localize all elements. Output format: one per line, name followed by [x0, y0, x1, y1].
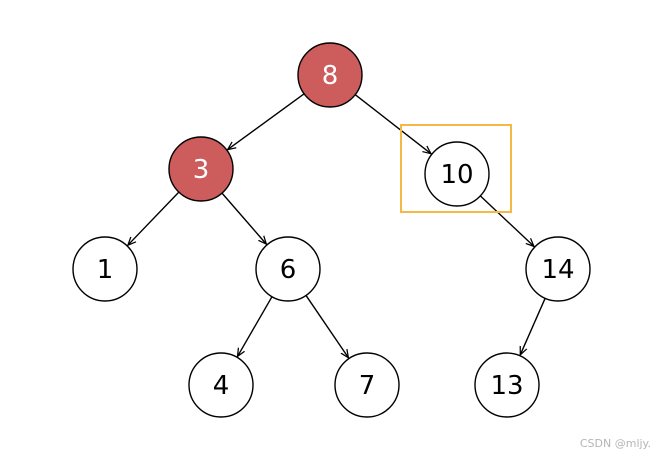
node-label: 7 — [359, 371, 376, 401]
tree-node-1: 1 — [72, 236, 138, 302]
node-circle — [168, 136, 234, 202]
edge-n14-n13 — [520, 298, 546, 354]
nodes-layer: 8 3 10 1 6 14 4 7 13 — [72, 42, 591, 418]
node-label: 4 — [213, 371, 230, 401]
node-label: 8 — [322, 61, 339, 91]
edge-n6-n7 — [305, 295, 348, 357]
node-label: 3 — [193, 155, 210, 185]
node-circle — [334, 352, 400, 418]
node-circle — [72, 236, 138, 302]
node-circle — [188, 352, 254, 418]
edge-n10-n14 — [479, 195, 534, 246]
node-circle — [297, 42, 363, 108]
node-circle — [255, 236, 321, 302]
node-label: 13 — [490, 371, 523, 401]
highlight-box-layer — [400, 124, 512, 213]
tree-node-7: 7 — [334, 352, 400, 418]
tree-node-8: 8 — [297, 42, 363, 108]
node-circle — [474, 352, 540, 418]
edges-layer — [128, 93, 546, 358]
edge-n3-n1 — [128, 191, 180, 245]
edge-n8-n3 — [228, 93, 305, 150]
node-label: 14 — [541, 255, 574, 285]
edge-n8-n10 — [354, 94, 431, 154]
tree-node-6: 6 — [255, 236, 321, 302]
node-label: 1 — [97, 255, 114, 285]
tree-node-14: 14 — [525, 236, 591, 302]
tree-node-13: 13 — [474, 352, 540, 418]
tree-node-3: 3 — [168, 136, 234, 202]
node-label: 10 — [440, 160, 473, 190]
node-label: 6 — [280, 255, 297, 285]
edge-n6-n4 — [238, 296, 273, 357]
node-circle — [525, 236, 591, 302]
node-circle — [424, 141, 490, 207]
edge-n3-n6 — [221, 192, 266, 244]
tree-node-10: 10 — [424, 141, 490, 207]
watermark: CSDN @mljy. — [579, 437, 651, 450]
highlight-box — [400, 124, 512, 213]
tree-node-4: 4 — [188, 352, 254, 418]
